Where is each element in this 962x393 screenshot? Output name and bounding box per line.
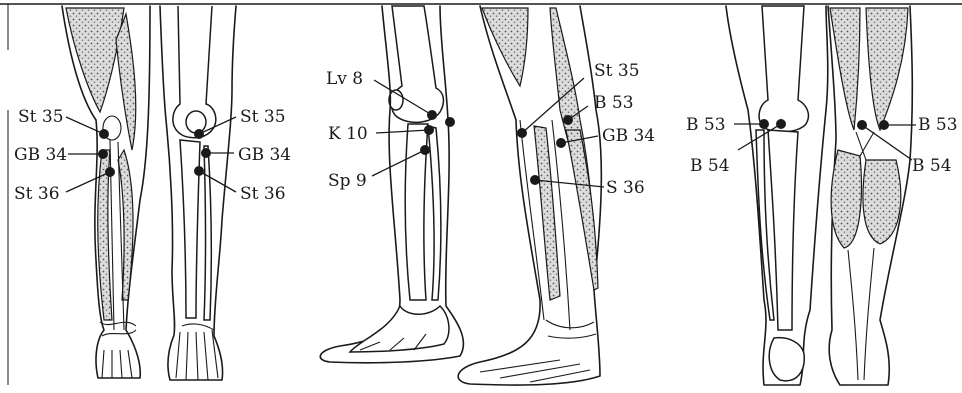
label-lv8: Lv 8: [326, 69, 363, 89]
label-st35: St 35: [594, 61, 640, 81]
label-s36: S 36: [606, 178, 645, 198]
label-sp9: Sp 9: [328, 171, 367, 191]
leader-st35-left: [66, 117, 104, 134]
label-b53-right: B 53: [918, 115, 958, 135]
label-st35-right: St 35: [240, 107, 286, 127]
leader-b54-right: [862, 125, 912, 160]
label-gb34: GB 34: [602, 126, 655, 146]
label-st35-left: St 35: [18, 107, 64, 127]
label-b54-right: B 54: [912, 156, 952, 176]
label-k10: K 10: [328, 124, 368, 144]
label-st36-left: St 36: [14, 184, 60, 204]
posterior-panel: B 53 B 54 B 53 B 54: [686, 6, 958, 385]
label-b53: B 53: [594, 93, 634, 113]
label-gb34-left: GB 34: [14, 145, 67, 165]
lateral-panel: Lv 8 K 10 Sp 9 St 35 B 53 GB 34 S 36: [320, 6, 655, 385]
anterior-left-leg: [62, 6, 150, 378]
anterior-panel: St 35 GB 34 St 36 St 35 GB 34 St 36: [14, 6, 291, 380]
label-b53-left: B 53: [686, 115, 726, 135]
anterior-right-leg: [160, 6, 236, 380]
posterior-muscle-leg: [828, 6, 912, 385]
posterior-skeleton-leg: [726, 6, 828, 385]
label-b54-left: B 54: [690, 156, 730, 176]
label-gb34-right: GB 34: [238, 145, 291, 165]
point-lv8-lateral: [445, 117, 455, 127]
lateral-muscle-leg: [458, 6, 601, 385]
label-st36-right: St 36: [240, 184, 286, 204]
